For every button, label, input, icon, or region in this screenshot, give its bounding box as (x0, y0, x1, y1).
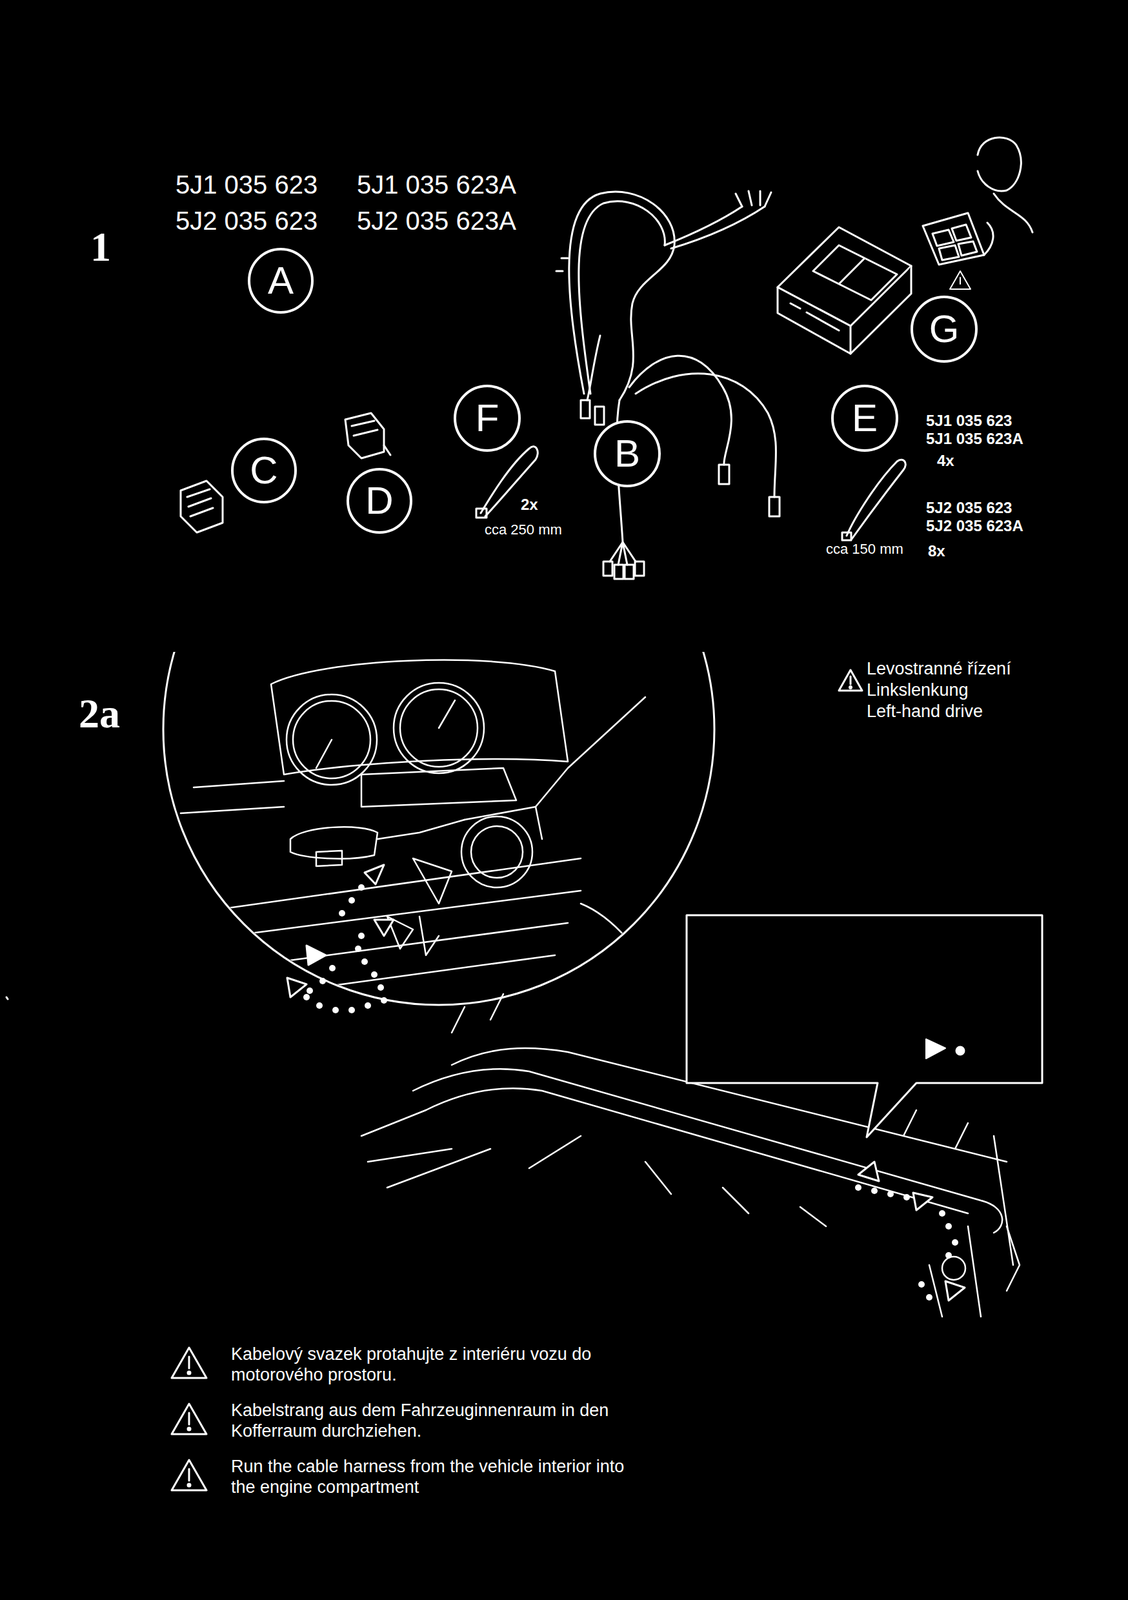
part-letter-circle: G (910, 295, 978, 363)
part-number: 5J1 035 623 (175, 169, 318, 201)
instruction-note: Run the cable harness from the vehicle i… (231, 1455, 645, 1498)
quantity: 4x (936, 451, 955, 471)
part-letter: C (249, 451, 278, 490)
control-unit (777, 227, 912, 354)
part-letter: D (365, 481, 393, 521)
step-number: 2a (78, 689, 121, 739)
part-letter-circle: A (247, 247, 314, 314)
connector (345, 412, 391, 459)
part-letter-circle: B (593, 420, 661, 488)
warning-symbol (171, 669, 863, 1491)
reading-person (922, 137, 1033, 290)
part-number: 5J1 035 623A (356, 169, 517, 201)
step-number: 1 (90, 222, 111, 273)
quantity: 2x (520, 495, 539, 515)
part-number: 5J2 035 623A (926, 516, 1024, 536)
part-number: 5J2 035 623 (926, 498, 1012, 518)
callout-box (686, 915, 1043, 1138)
drive-note: Linkslenkung (866, 679, 969, 701)
drive-note: Levostranné řízení (866, 658, 1012, 679)
quantity: 8x (927, 542, 946, 561)
part-number: 5J2 035 623 (175, 205, 318, 237)
connector (180, 480, 223, 533)
part-letter: E (851, 398, 878, 438)
part-letter-circle: C (231, 437, 297, 504)
detail-circle (163, 453, 715, 1014)
part-letter-circle: D (346, 467, 413, 534)
instruction-note: Kabelový svazek protahujte z interiéru v… (231, 1343, 612, 1386)
part-letter-circle: F (453, 384, 521, 452)
cable-tie (842, 459, 906, 541)
dimension: cca 150 mm (825, 540, 904, 558)
part-number: 5J2 035 623A (356, 205, 517, 237)
part-letter: F (475, 398, 500, 438)
dimension: cca 250 mm (484, 521, 563, 539)
cable-tie (476, 446, 538, 518)
part-letter: G (929, 309, 960, 349)
speck (6, 997, 8, 999)
part-number: 5J1 035 623 (926, 411, 1012, 431)
dot-symbol (956, 1046, 965, 1055)
part-letter: A (267, 261, 294, 301)
arrow-symbol (926, 1038, 946, 1059)
part-letter: B (614, 434, 641, 474)
instruction-note: Kabelstrang aus dem Fahrzeuginnenraum in… (231, 1399, 612, 1442)
part-letter-circle: E (831, 384, 899, 452)
part-number: 5J1 035 623A (926, 429, 1024, 449)
cable-harness (556, 191, 780, 579)
drive-note: Left-hand drive (866, 700, 983, 722)
